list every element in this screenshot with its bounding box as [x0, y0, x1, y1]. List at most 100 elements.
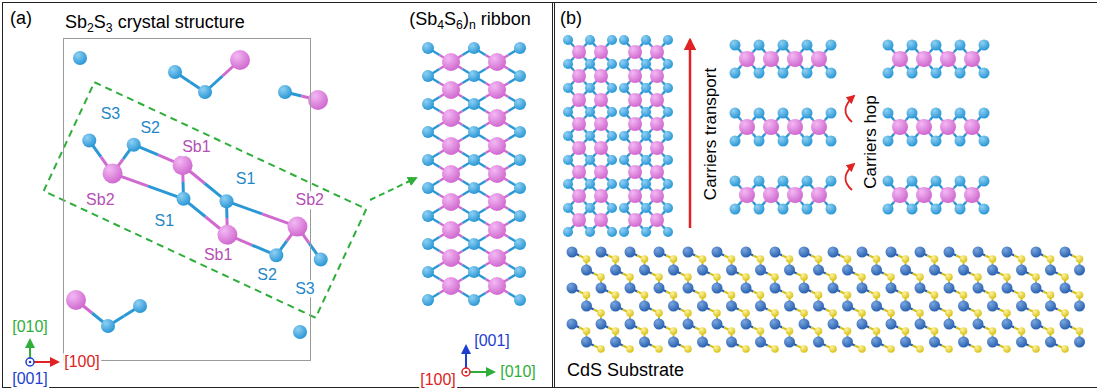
substrate-label: CdS Substrate — [567, 360, 684, 381]
sulfur-atom — [699, 327, 707, 335]
s-atom — [585, 155, 595, 165]
axis-label: [010] — [11, 318, 49, 336]
sb-atom — [572, 189, 586, 203]
s-atom — [269, 248, 283, 262]
s-atom — [883, 68, 894, 79]
s-atom — [931, 204, 942, 215]
sulfur-atom — [757, 255, 765, 263]
s-atom — [607, 179, 617, 189]
cd-atom — [654, 247, 665, 258]
sulfur-atom — [655, 345, 663, 353]
s-atom — [422, 266, 434, 278]
sb-atom — [892, 51, 908, 67]
sulfur-atom — [713, 345, 721, 353]
sulfur-atom — [989, 327, 997, 335]
s-atom — [422, 70, 434, 82]
s-atom — [802, 108, 813, 119]
s-atom — [931, 108, 942, 119]
sulfur-atom — [945, 273, 953, 281]
cd-atom — [755, 301, 766, 312]
sulfur-atom — [1076, 327, 1084, 335]
sulfur-atom — [989, 291, 997, 299]
sulfur-atom — [829, 309, 837, 317]
sb-atom — [964, 187, 980, 203]
s-atom — [907, 204, 918, 215]
sulfur-atom — [1076, 255, 1084, 263]
hop-arrow — [845, 164, 854, 190]
s-atom — [907, 68, 918, 79]
atom-label: S3 — [294, 280, 316, 298]
s-atom — [619, 35, 629, 45]
cd-atom — [958, 301, 969, 312]
sulfur-atom — [829, 345, 837, 353]
cd-atom — [581, 301, 592, 312]
sulfur-atom — [728, 255, 736, 263]
sulfur-atom — [1018, 255, 1026, 263]
s-atom — [754, 68, 765, 79]
s-atom — [730, 68, 741, 79]
sb-atom — [940, 187, 956, 203]
sb-atom — [892, 187, 908, 203]
sulfur-atom — [873, 255, 881, 263]
s-atom — [514, 210, 526, 222]
s-atom — [293, 325, 307, 339]
sulfur-atom — [945, 345, 953, 353]
sulfur-atom — [974, 345, 982, 353]
s-atom — [663, 227, 673, 237]
sb-atom — [488, 221, 506, 239]
sulfur-atom — [1047, 327, 1055, 335]
s-atom — [663, 107, 673, 117]
sulfur-atom — [684, 273, 692, 281]
sb-atom — [940, 119, 956, 135]
sulfur-atom — [1076, 291, 1084, 299]
s-atom — [607, 35, 617, 45]
cd-atom — [610, 301, 621, 312]
sb-atom — [811, 51, 827, 67]
sb-atom — [488, 53, 506, 71]
sb-atom — [916, 51, 932, 67]
sulfur-atom — [800, 345, 808, 353]
sulfur-atom — [887, 309, 895, 317]
s-atom — [585, 227, 595, 237]
sb-atom — [811, 187, 827, 203]
cd-atom — [712, 319, 723, 330]
s-atom — [826, 68, 837, 79]
atom-label: S2 — [139, 119, 161, 137]
sb-atom — [628, 117, 642, 131]
s-atom — [979, 40, 990, 51]
cd-atom — [1002, 319, 1013, 330]
cd-atom — [828, 247, 839, 258]
sb-atom — [572, 165, 586, 179]
sb-atom — [650, 93, 664, 107]
cd-atom — [857, 319, 868, 330]
s-atom — [641, 35, 651, 45]
s-atom — [422, 126, 434, 138]
sulfur-atom — [1018, 327, 1026, 335]
sb-atom — [488, 109, 506, 127]
cd-atom — [842, 337, 853, 348]
s-atom — [663, 203, 673, 213]
cd-atom — [683, 247, 694, 258]
s-atom — [619, 107, 629, 117]
s-atom — [663, 131, 673, 141]
cd-atom — [944, 283, 955, 294]
s-atom — [314, 252, 328, 266]
s-atom — [907, 136, 918, 147]
s-atom — [563, 227, 573, 237]
s-atom — [754, 176, 765, 187]
s-atom — [907, 176, 918, 187]
s-atom — [585, 35, 595, 45]
sulfur-atom — [641, 291, 649, 299]
sb-atom — [594, 69, 608, 83]
s-atom — [563, 179, 573, 189]
sulfur-atom — [902, 255, 910, 263]
s-atom — [641, 107, 651, 117]
cd-atom — [1045, 337, 1056, 348]
s-atom — [73, 51, 87, 65]
sulfur-atom — [771, 345, 779, 353]
sb-atom — [442, 221, 460, 239]
cd-atom — [712, 283, 723, 294]
cd-atom — [1031, 283, 1042, 294]
cd-atom — [929, 265, 940, 276]
